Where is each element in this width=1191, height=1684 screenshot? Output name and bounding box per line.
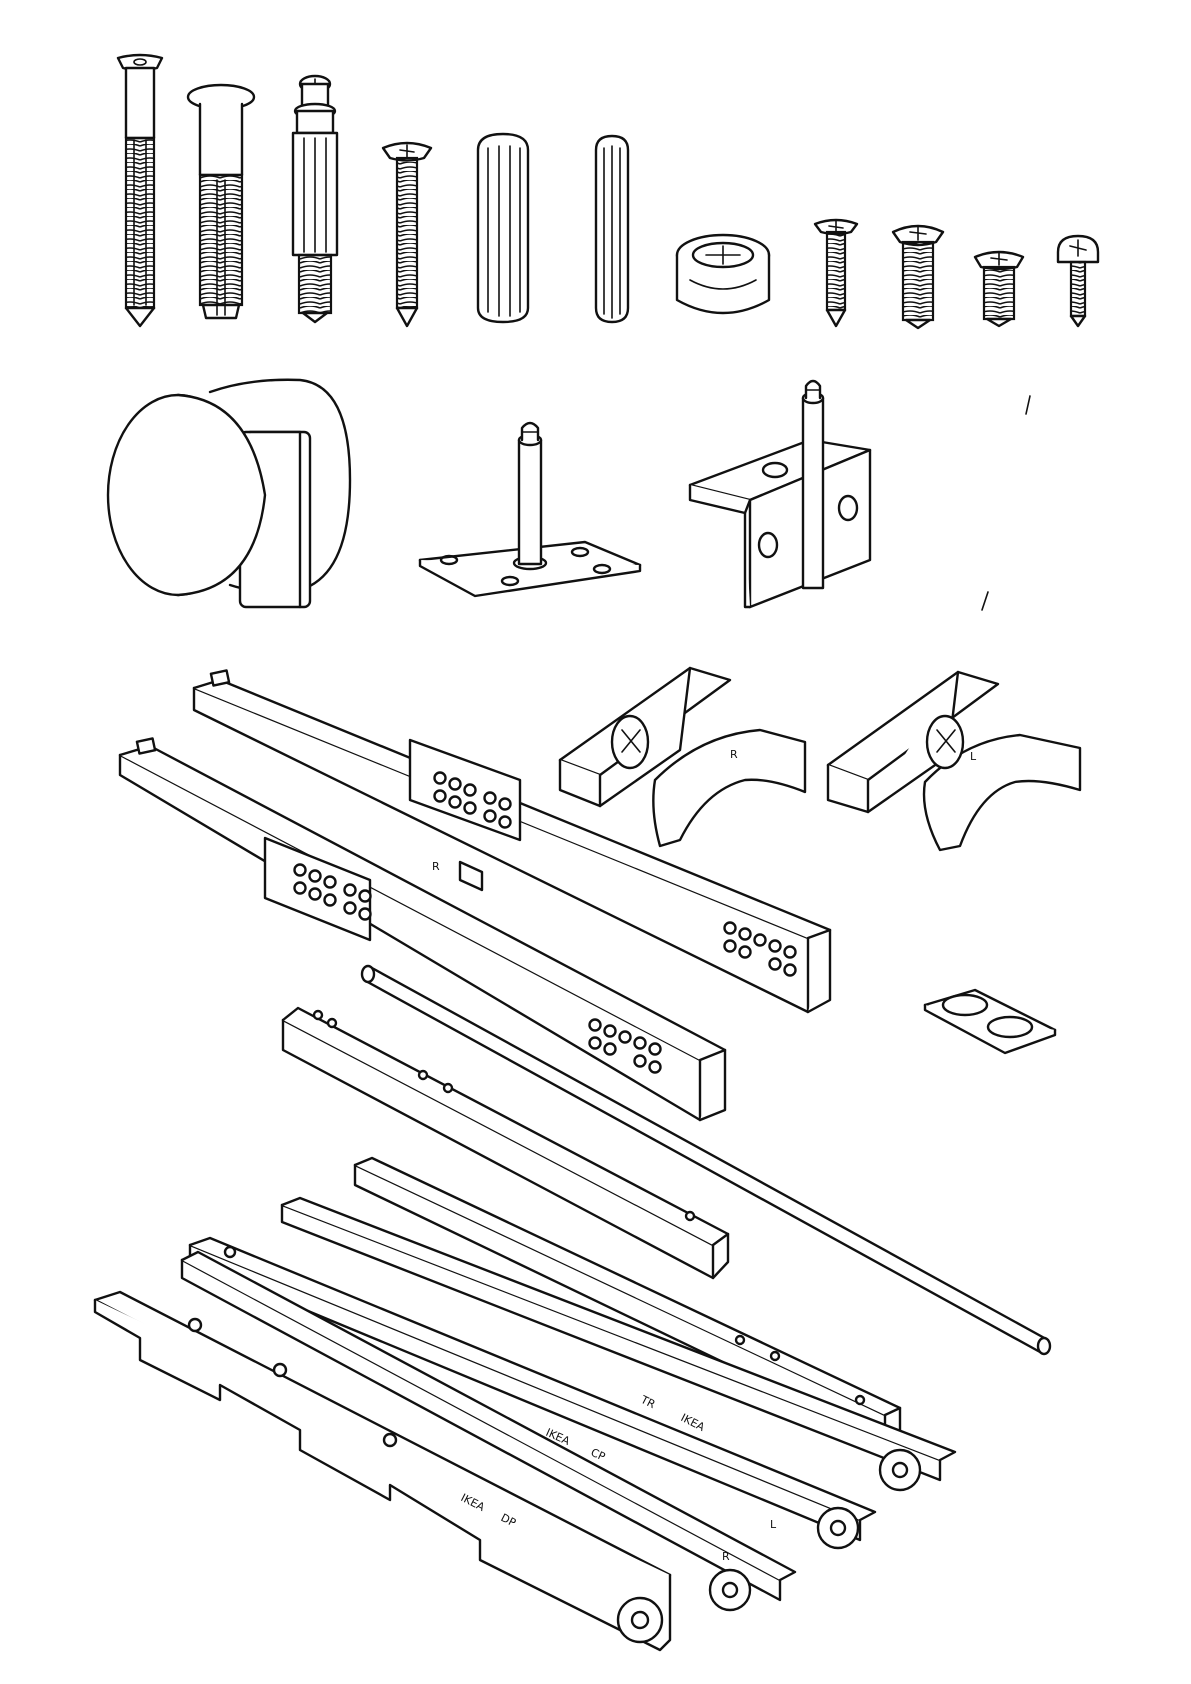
euro-screw-long [893, 226, 943, 328]
plastic-anchor-screw [188, 85, 254, 318]
brand-mark-3: IKEA [679, 1411, 708, 1434]
wood-dowel-small [596, 136, 628, 322]
wood-dowel-large [478, 134, 528, 322]
rod [362, 966, 1050, 1354]
clip-l-mark: L [970, 750, 977, 763]
clip-r-mark: R [730, 748, 738, 761]
roller-l-mark: L [770, 1518, 777, 1531]
wood-screw [383, 143, 431, 326]
soft-close-clip-right: R [560, 668, 805, 846]
pan-head-screw [1058, 236, 1098, 326]
angle-bracket-pin [690, 381, 870, 607]
cam-bolt [293, 76, 337, 322]
runner-r-mark: R [432, 860, 440, 873]
long-screw [118, 55, 162, 326]
pin-plate [420, 423, 640, 596]
felt-pad-sheet [925, 990, 1055, 1053]
euro-screw-short [975, 252, 1023, 326]
code-mark-2: CP [589, 1446, 608, 1464]
knob [108, 380, 350, 607]
soft-close-clip-left: L [828, 672, 1080, 850]
screw-small [815, 220, 857, 326]
code-mark-3: TR [638, 1393, 658, 1412]
allen-key [925, 396, 1089, 610]
cam-lock [677, 235, 769, 313]
roller-r-mark: R [722, 1550, 730, 1563]
